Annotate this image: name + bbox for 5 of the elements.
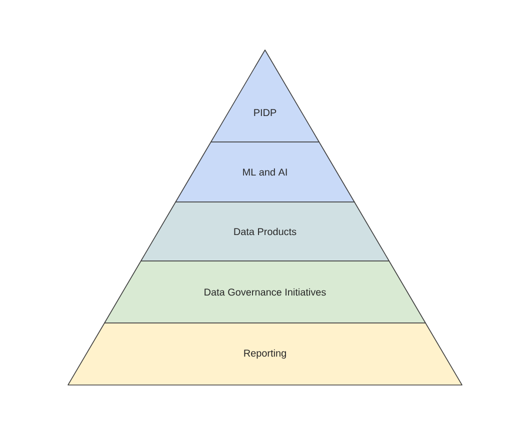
- pyramid-layer: Reporting: [68, 322, 462, 386]
- pyramid-layer: PIDP: [210, 50, 320, 142]
- pyramid-layer: Data Governance Initiatives: [104, 260, 426, 324]
- pyramid-layer: Data Products: [140, 202, 390, 262]
- pyramid-layer: ML and AI: [175, 142, 355, 202]
